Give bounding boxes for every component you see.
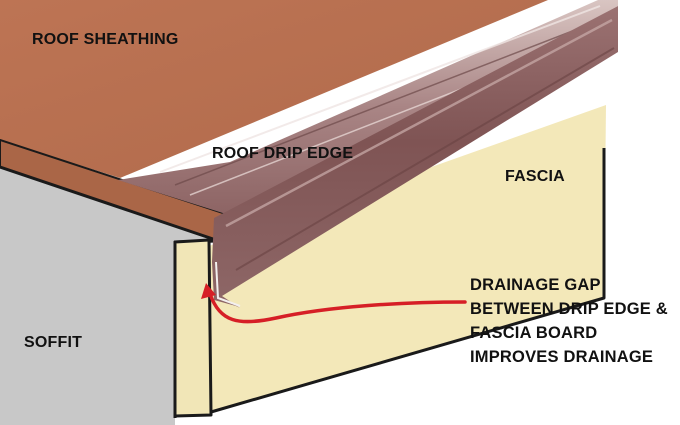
fascia-outline-right	[210, 148, 606, 414]
drip-edge-flange	[118, 0, 618, 214]
label-soffit: SOFFIT	[24, 334, 82, 351]
note-line-3: FASCIA BOARD	[470, 324, 597, 342]
drip-edge-face-highlight	[225, 18, 613, 228]
label-roof-sheathing: ROOF SHEATHING	[32, 31, 179, 48]
note-line-1: DRAINAGE GAP	[470, 276, 601, 294]
fascia-board-end	[173, 238, 213, 418]
note-line-2: BETWEEN DRIP EDGE &	[470, 300, 668, 318]
roof-sheathing-surface	[0, 0, 548, 178]
note-line-4: IMPROVES DRAINAGE	[470, 348, 653, 366]
label-fascia: FASCIA	[505, 168, 565, 185]
drip-edge-flange-rib-2	[174, 17, 607, 186]
soffit-panel	[0, 167, 219, 425]
drainage-gap-arrowhead	[201, 283, 216, 299]
fascia-board-side	[209, 105, 606, 412]
label-roof-drip-edge: ROOF DRIP EDGE	[212, 145, 353, 162]
drip-edge-kickout	[215, 261, 241, 307]
drainage-gap-arrow	[208, 292, 467, 324]
drip-edge-face	[212, 6, 618, 308]
drip-edge-flange-rib-1	[159, 5, 601, 173]
drip-edge-face-shadow	[235, 47, 615, 271]
